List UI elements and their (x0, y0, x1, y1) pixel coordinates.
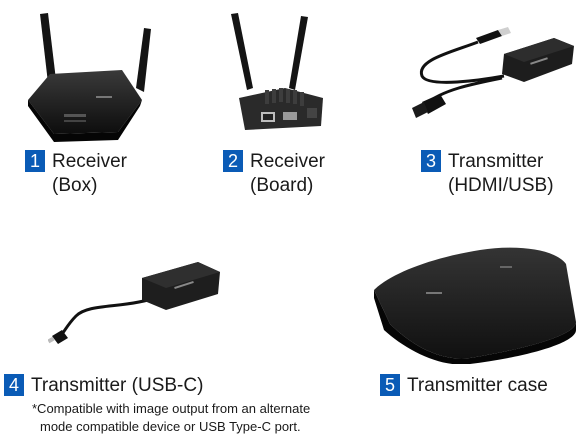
product-receiver-box: 1 Receiver (Box) (0, 0, 190, 210)
product-subtitle: (HDMI/USB) (448, 175, 554, 196)
product-name: Receiver (52, 151, 127, 172)
transmitter-usb-c-icon (48, 262, 220, 344)
number-badge: 4 (4, 374, 24, 396)
product-transmitter-hdmi-usb: 3 Transmitter (HDMI/USB) (390, 0, 580, 210)
product-name: Transmitter (USB-C) (31, 375, 204, 396)
caption-5: 5 Transmitter case (380, 374, 548, 398)
number-badge: 3 (421, 150, 441, 172)
caption-4: 4 Transmitter (USB-C) (4, 374, 203, 398)
number-badge: 2 (223, 150, 243, 172)
product-subtitle: (Box) (52, 175, 98, 196)
compatibility-note: *Compatible with image output from an al… (32, 400, 310, 436)
product-name: Transmitter case (407, 375, 548, 396)
caption-3: 3 Transmitter (HDMI/USB) (421, 150, 554, 198)
number-badge: 1 (25, 150, 45, 172)
product-receiver-board: 2 Receiver (Board) (195, 0, 385, 210)
product-subtitle: (Board) (250, 175, 314, 196)
number-badge: 5 (380, 374, 400, 396)
transmitter-hdmi-usb-icon (412, 27, 574, 118)
caption-1: 1 Receiver (Box) (25, 150, 127, 198)
transmitter-case-icon (374, 247, 576, 364)
note-line-1: *Compatible with image output from an al… (32, 401, 311, 416)
receiver-box-icon (28, 13, 151, 142)
note-line-2: mode compatible device or USB Type-C por… (40, 419, 301, 434)
product-transmitter-usb-c: 4 Transmitter (USB-C) (0, 240, 370, 440)
product-name: Transmitter (448, 151, 544, 172)
receiver-board-icon (231, 13, 323, 130)
caption-2: 2 Receiver (Board) (223, 150, 325, 198)
product-name: Receiver (250, 151, 325, 172)
product-transmitter-case: 5 Transmitter case (370, 240, 580, 440)
